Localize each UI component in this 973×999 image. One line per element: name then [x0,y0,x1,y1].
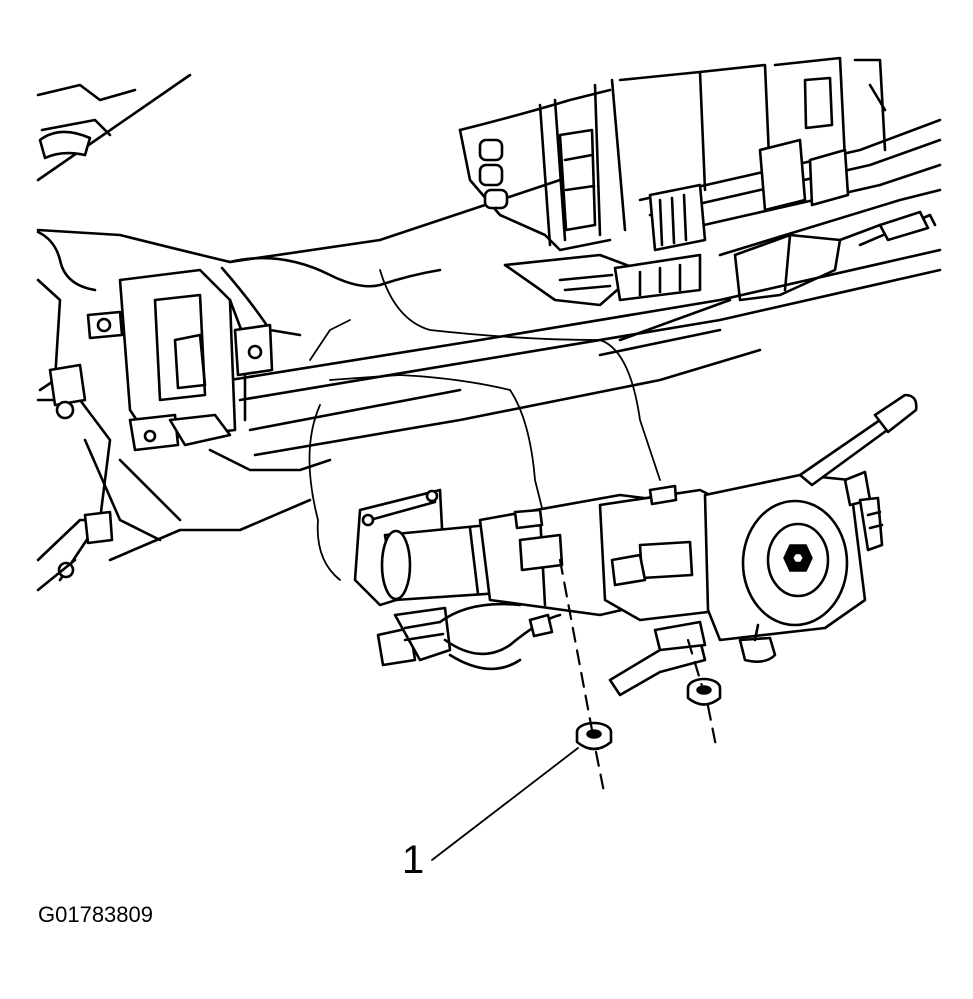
electrical-connectors [376,602,562,671]
figure-id-label: G01783809 [38,902,153,927]
bolt-alignment-lines [558,558,718,794]
wiring-harness [308,269,661,581]
steering-column-nut-left [575,721,613,751]
steering-column-nut-right [686,677,722,706]
callout-leader-line [431,747,579,861]
callout-number-label: 1 [402,838,425,882]
instrument-panel-carrier [36,56,942,592]
vent-grille [478,138,509,210]
steering-column [353,393,918,697]
